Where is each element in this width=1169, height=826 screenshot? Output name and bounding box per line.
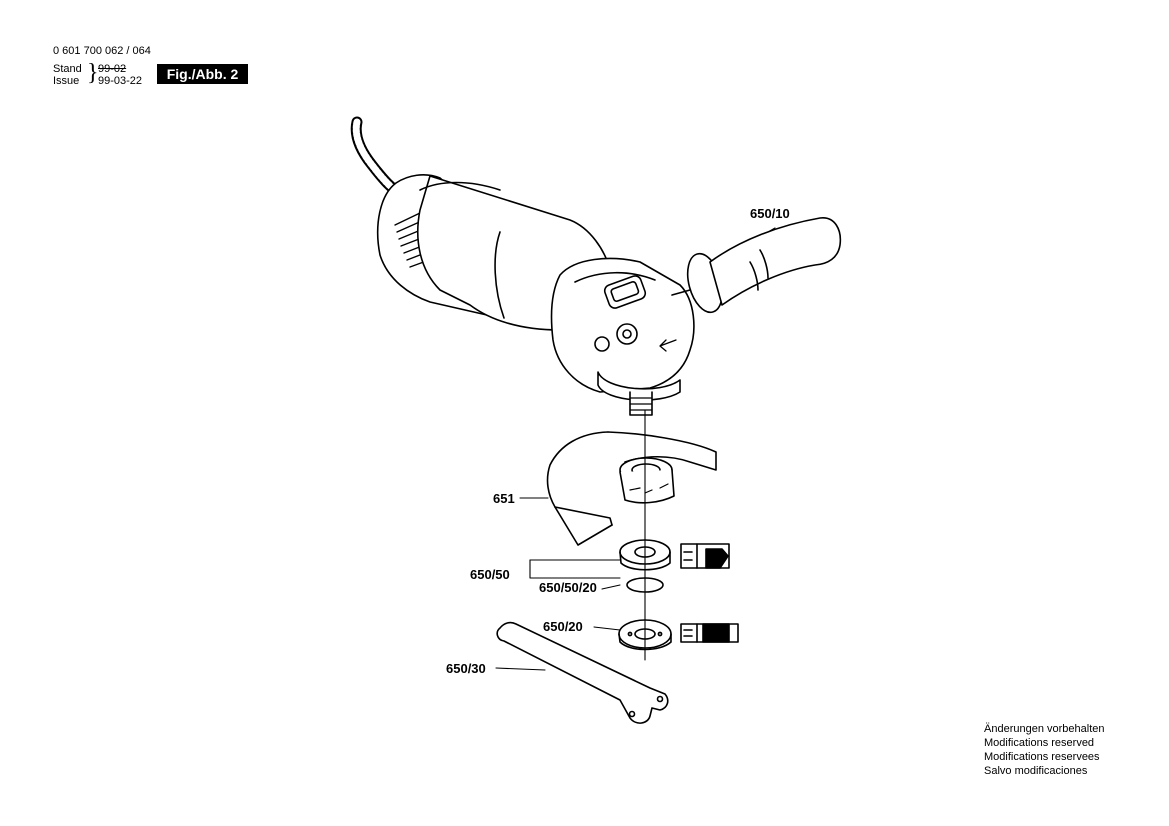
document-number: 0 601 700 062 / 064	[53, 45, 151, 57]
figure-label: Fig./Abb. 2	[157, 64, 248, 84]
flange-section-icon	[680, 543, 730, 569]
wheel-guard-icon	[546, 431, 717, 546]
callout-o-ring: 650/50/20	[539, 580, 597, 595]
issue-value: 99-03-22	[98, 75, 143, 87]
angle-grinder-body-icon	[376, 174, 695, 416]
note-en: Modifications reserved	[984, 737, 1095, 749]
stand-value: 99-02	[98, 63, 127, 75]
nut-section-icon	[680, 623, 739, 643]
callout-guard: 651	[493, 491, 515, 506]
note-es: Salvo modificaciones	[984, 765, 1088, 777]
callout-clamp-nut: 650/20	[543, 619, 583, 634]
modification-notes: Änderungen vorbehalten Modifications res…	[984, 722, 1104, 778]
note-fr: Modifications reservees	[984, 751, 1100, 763]
note-de: Änderungen vorbehalten	[984, 723, 1105, 735]
issue-label: Issue	[53, 75, 80, 87]
stand-label: Stand	[53, 63, 82, 75]
leader-lines	[495, 227, 776, 671]
callout-handle: 650/10	[750, 206, 790, 221]
side-handle-icon	[671, 217, 842, 314]
brace-icon: }	[87, 60, 99, 86]
callout-flange: 650/50	[470, 567, 510, 582]
face-spanner-icon	[496, 621, 669, 724]
callout-spanner: 650/30	[446, 661, 486, 676]
